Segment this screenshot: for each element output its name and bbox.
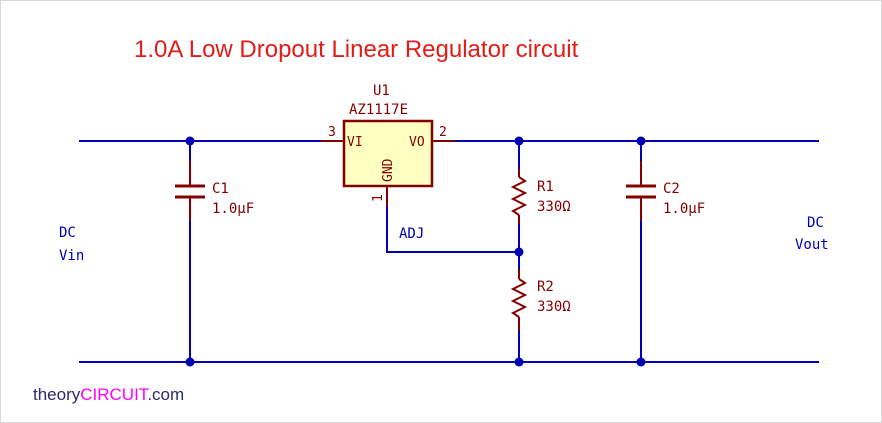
junction-c2-top (636, 136, 646, 146)
u1-pin-gnd-label: GND (381, 158, 396, 182)
capacitor-c2: C2 1.0µF (626, 161, 705, 221)
input-label-dc: DC (59, 225, 76, 241)
r2-ref-label: R2 (537, 279, 554, 295)
brand-prefix: theory (33, 385, 81, 404)
u1-pins (321, 140, 455, 206)
junction-c1-top (185, 136, 195, 146)
r1-ref-label: R1 (537, 179, 554, 195)
junction-r1-top (514, 136, 524, 146)
brand-highlight: CIRCUIT (80, 385, 149, 404)
wire-adj (386, 206, 519, 253)
r1-symbol (510, 169, 528, 224)
output-label-vout: Vout (795, 237, 829, 253)
r1-zigzag (510, 176, 528, 216)
r2-symbol (510, 269, 528, 331)
regulator-u1: U1 AZ1117E VI VO GND 3 2 1 (321, 83, 455, 206)
input-label-vin: Vin (59, 248, 84, 264)
net-label-adj: ADJ (399, 226, 424, 242)
r2-zigzag (510, 278, 528, 318)
junction-c2-bottom (636, 357, 646, 367)
brand-watermark: theoryCIRCUIT.com (33, 385, 184, 404)
u1-ref-label: U1 (373, 83, 390, 99)
u1-pin-vo-label: VO (409, 135, 425, 150)
u1-body (342, 119, 434, 188)
u1-pin-vi-label: VI (347, 135, 363, 150)
c2-ref-label: C2 (663, 181, 680, 197)
r1-value-label: 330Ω (537, 199, 571, 215)
resistor-r1: R1 330Ω (510, 169, 571, 224)
junctions (185, 136, 646, 367)
junction-c1-bottom (185, 357, 195, 367)
r2-value-label: 330Ω (537, 299, 571, 315)
junction-adj (514, 247, 524, 257)
c2-value-label: 1.0µF (663, 201, 705, 217)
c1-ref-label: C1 (212, 181, 229, 197)
c1-symbol (175, 161, 205, 221)
u1-pin-num-out: 2 (439, 125, 447, 140)
capacitor-c1: C1 1.0µF (175, 161, 254, 221)
u1-pin-num-in: 3 (328, 125, 336, 140)
junction-r2-bottom (514, 357, 524, 367)
u1-value-label: AZ1117E (349, 102, 408, 118)
resistor-r2: R2 330Ω (510, 269, 571, 331)
c2-symbol (626, 161, 656, 221)
c1-value-label: 1.0µF (212, 201, 254, 217)
u1-pin-num-gnd: 1 (371, 194, 386, 202)
diagram-title: 1.0A Low Dropout Linear Regulator circui… (134, 36, 579, 63)
output-label-dc: DC (807, 215, 824, 231)
brand-suffix: .com (147, 385, 184, 404)
